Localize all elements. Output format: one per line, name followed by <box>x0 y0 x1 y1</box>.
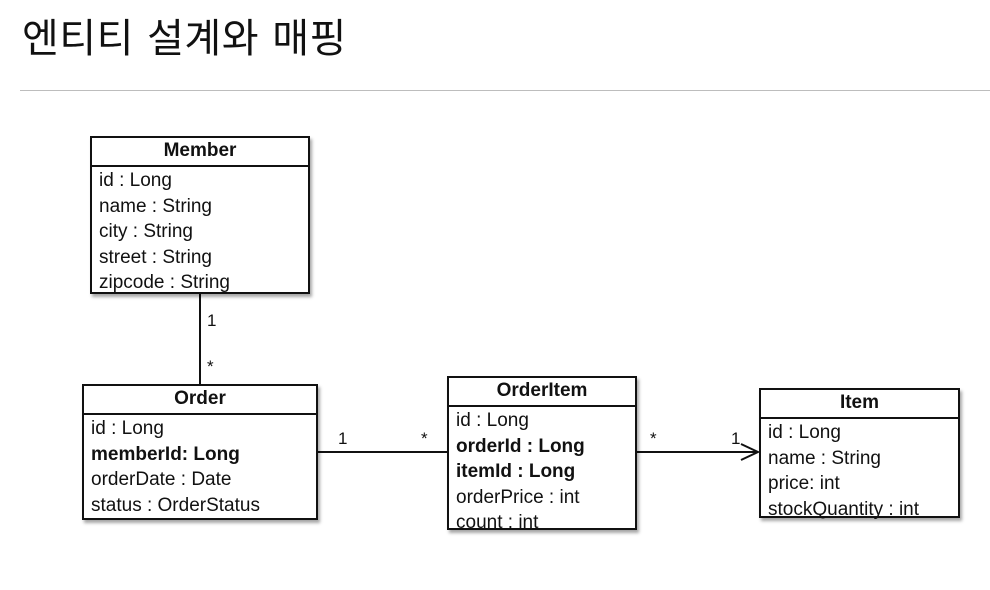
attribute: count : int <box>456 512 539 533</box>
orderitem-item-to-multiplicity: 1 <box>731 429 741 448</box>
title-divider <box>20 90 990 91</box>
attribute: street : String <box>99 246 212 268</box>
attribute: name : String <box>99 195 212 217</box>
attribute: city : String <box>99 221 193 242</box>
foreign-key-attribute: itemId : Long <box>456 461 576 482</box>
entity-order-attributes: id : Long memberId: Long orderDate : Dat… <box>84 415 316 518</box>
entity-member-name: Member <box>92 138 308 167</box>
entity-item[interactable]: Item id : Long name : String price: int … <box>759 388 960 520</box>
attribute: id : Long <box>768 422 841 443</box>
arrowhead-icon <box>740 443 761 461</box>
entity-order[interactable]: Order id : Long memberId: Long orderDate… <box>82 384 318 520</box>
attribute: stockQuantity : int <box>768 498 920 520</box>
entity-orderitem-name: OrderItem <box>449 378 635 407</box>
order-orderitem-to-multiplicity: * <box>421 429 428 448</box>
member-order-from-multiplicity: 1 <box>207 311 217 330</box>
attribute: status : OrderStatus <box>91 494 260 516</box>
entity-orderitem-attributes: id : Long orderId : Long itemId : Long o… <box>449 407 635 536</box>
order-orderitem-from-multiplicity: 1 <box>338 429 348 448</box>
attribute: orderDate : Date <box>91 469 232 490</box>
attribute: zipcode : String <box>99 272 230 293</box>
foreign-key-attribute: orderId : Long <box>456 435 585 457</box>
member-order-to-multiplicity: * <box>207 357 214 376</box>
entity-item-attributes: id : Long name : String price: int stock… <box>761 419 958 522</box>
page-title: 엔티티 설계와 매핑 <box>22 16 347 62</box>
entity-member[interactable]: Member id : Long name : String city : St… <box>90 136 310 294</box>
attribute: id : Long <box>456 410 529 431</box>
orderitem-item-from-multiplicity: * <box>650 429 657 448</box>
entity-member-attributes: id : Long name : String city : String st… <box>92 167 308 296</box>
attribute: id : Long <box>99 170 172 191</box>
entity-order-name: Order <box>84 386 316 415</box>
attribute: name : String <box>768 447 881 469</box>
entity-item-name: Item <box>761 390 958 419</box>
attribute: price: int <box>768 473 840 494</box>
entity-orderitem[interactable]: OrderItem id : Long orderId : Long itemI… <box>447 376 637 533</box>
foreign-key-attribute: memberId: Long <box>91 443 240 465</box>
attribute: orderPrice : int <box>456 486 580 508</box>
attribute: id : Long <box>91 418 164 439</box>
